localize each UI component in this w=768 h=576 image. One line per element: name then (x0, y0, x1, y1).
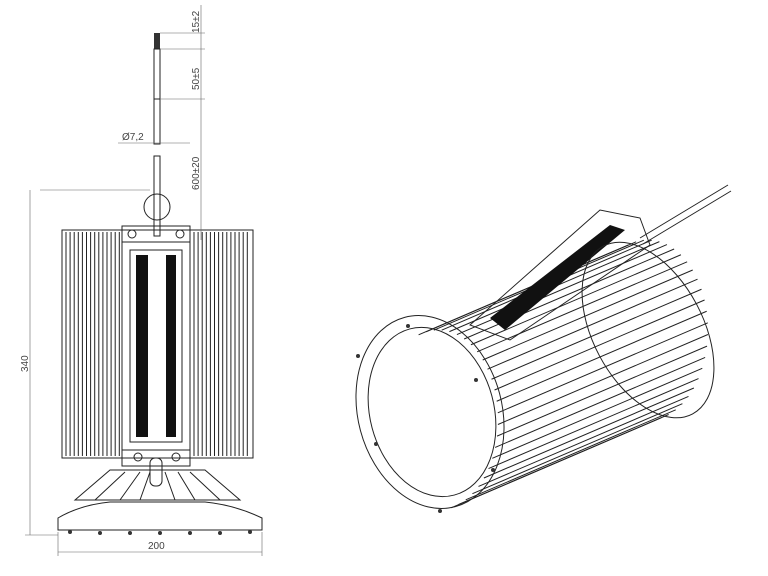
iso-lens (367, 326, 497, 498)
driver-inner (129, 249, 183, 443)
fin-line (494, 299, 705, 391)
iso-back (581, 241, 715, 419)
left-fins (65, 232, 120, 456)
fin-line (487, 278, 698, 370)
fin-line (472, 403, 683, 495)
iso-bezel (355, 315, 505, 509)
fin-line (492, 367, 703, 459)
fin-line (497, 334, 709, 425)
fin-line (497, 322, 709, 414)
fin-line (470, 254, 682, 346)
dim-cable-length: 600±20 (191, 156, 202, 190)
fin-line (494, 356, 706, 448)
driver-housing (121, 241, 191, 451)
fin-line (491, 288, 702, 380)
fin-line (456, 244, 668, 336)
dim-cable-strip: 50±5 (191, 67, 202, 90)
cable-lower (153, 155, 161, 237)
fin-line (476, 261, 688, 353)
fin-line (483, 387, 695, 479)
dimension-lines (25, 5, 263, 556)
fin-line (478, 395, 689, 487)
front-view (57, 33, 263, 535)
fin-line (465, 409, 676, 501)
base-flare (73, 469, 242, 501)
fin-line (450, 417, 662, 509)
dim-cable-diameter: Ø7,2 (122, 132, 144, 143)
isometric-view (355, 184, 732, 513)
iso-driver (469, 209, 651, 341)
dim-height: 340 (20, 355, 31, 372)
dim-cable-end: 15±2 (191, 10, 202, 33)
cable-end (154, 33, 160, 49)
fin-line (496, 345, 708, 437)
top-plate (121, 225, 191, 243)
fin-line (482, 269, 693, 361)
eye-bolt (143, 193, 171, 221)
base-plate (57, 501, 263, 531)
dim-width: 200 (148, 541, 165, 552)
fin-line (496, 310, 707, 402)
fin-line (488, 378, 699, 470)
cable-strip (153, 48, 161, 100)
right-fins (193, 232, 248, 456)
iso-fins (418, 239, 709, 509)
cable (153, 98, 161, 145)
